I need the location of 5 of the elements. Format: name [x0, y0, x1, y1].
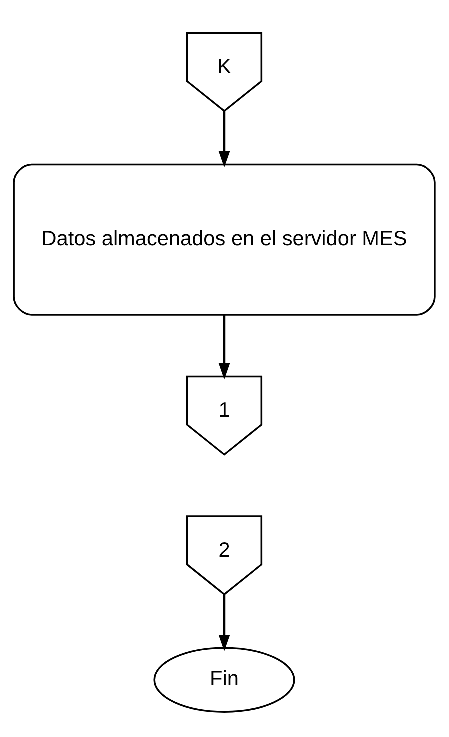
- arrow: [218, 315, 230, 380]
- arrow: [218, 111, 230, 168]
- node-box: Datos almacenados en el servidor MES: [13, 164, 436, 316]
- node-ellipse: Fin: [154, 647, 296, 713]
- arrow: [218, 594, 230, 652]
